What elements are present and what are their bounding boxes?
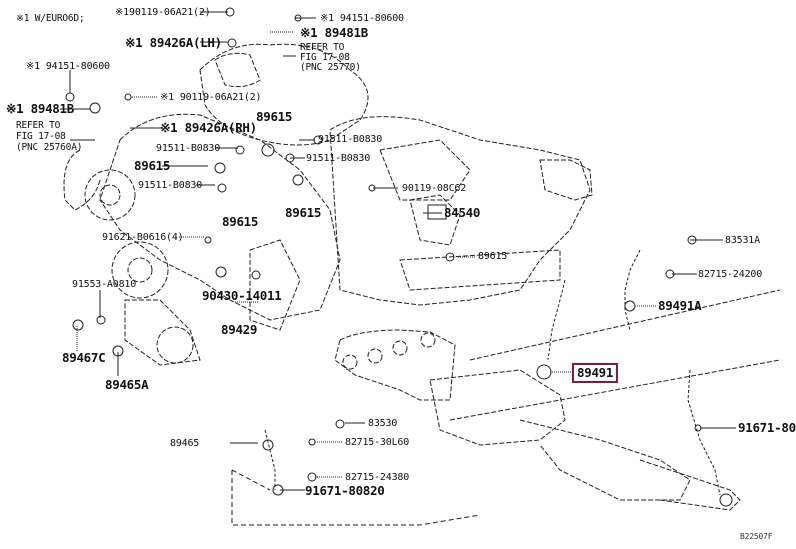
part-label-91553-A0810[interactable]: 82715-24200 [698,269,763,280]
part-label-90430-14011[interactable]: 91553-A0810 [72,279,137,290]
part-label-89615-d[interactable]: 89615 [222,214,259,229]
part-label-82715-24380[interactable]: 82715-30L60 [345,437,410,448]
part-label-82715-30L60[interactable]: 89465 [170,438,200,449]
leader-lines [60,11,736,526]
part-label-89615-a[interactable]: 89615 [256,109,293,124]
part-label-90119-08C62[interactable]: 90119-08C62 [402,183,467,194]
refer-pnc-note-top: (PNC 25770) [300,62,361,73]
part-label-90119-06A21-mid[interactable]: ※1 90119-06A21(2) [160,92,262,103]
engine-illustration [63,43,593,366]
refer-to-note-left: REFER TO [16,120,61,131]
part-label-89615-c[interactable]: 89615 [285,205,322,220]
part-label-82715-24200[interactable]: 83531A [725,235,760,246]
part-label-89491[interactable]: 89429 [221,322,258,337]
part-label-89426A-RH[interactable]: ※1 89426A(RH) [160,120,257,135]
part-label-91671-80612[interactable]: 83530 [368,418,398,429]
part-label-90119-06A21-top[interactable]: ※190119-06A21(2) [115,7,211,18]
part-label-91511-B0830-a[interactable]: 91511-B0830 [318,134,383,145]
refer-fig-note-left[interactable]: FIG 17-08 [16,131,66,142]
refer-fig-note-top[interactable]: FIG 17-08 [300,52,350,63]
part-label-91511-B0830-d[interactable]: 91511-B0830 [138,180,203,191]
part-label-89481B-top[interactable]: ※1 89481B [300,25,368,40]
part-label-91511-B0830-b[interactable]: 91511-B0830 [156,143,221,154]
part-label-91671-80820[interactable]: 82715-24380 [345,472,410,483]
part-label-89467C[interactable]: 89491A [658,298,702,313]
part-label-89465[interactable]: 91671-80612 [738,420,796,435]
part-label-94151-80600-top[interactable]: ※1 94151-80600 [320,13,404,24]
exhaust-illustration [334,289,781,511]
part-label-89615-b[interactable]: 89615 [134,158,171,173]
applicability-note: ※1 W/EURO6D; [16,13,85,24]
part-label-83530[interactable]: 89465A [105,377,149,392]
part-label-89465A-highlighted[interactable]: 89491 [572,363,619,383]
part-label-94151-80600-left[interactable]: ※1 94151-80600 [26,61,110,72]
part-label-91511-B0830-c[interactable]: 91511-B0830 [306,153,371,164]
refer-pnc-note-left: (PNC 25760A) [16,142,83,153]
part-label-91621-B0616[interactable]: 91621-B0616(4) [102,232,184,243]
part-label-89426A-LH[interactable]: ※1 89426A(LH) [125,35,222,50]
refer-to-note-top: REFER TO [300,42,345,53]
part-label-89467B[interactable]: 91671-80820 [305,483,385,498]
sensor-wires [264,249,721,496]
fastener-icons [65,7,733,507]
part-label-89481B-left[interactable]: ※1 89481B [6,101,74,116]
part-label-83531A[interactable]: 89615 [478,251,508,262]
part-label-89429[interactable]: 89467C [62,350,106,365]
part-label-84540[interactable]: 84540 [444,205,481,220]
catalog-code: B22507F [740,532,773,541]
part-label-89491A[interactable]: 90430-14011 [202,288,282,303]
